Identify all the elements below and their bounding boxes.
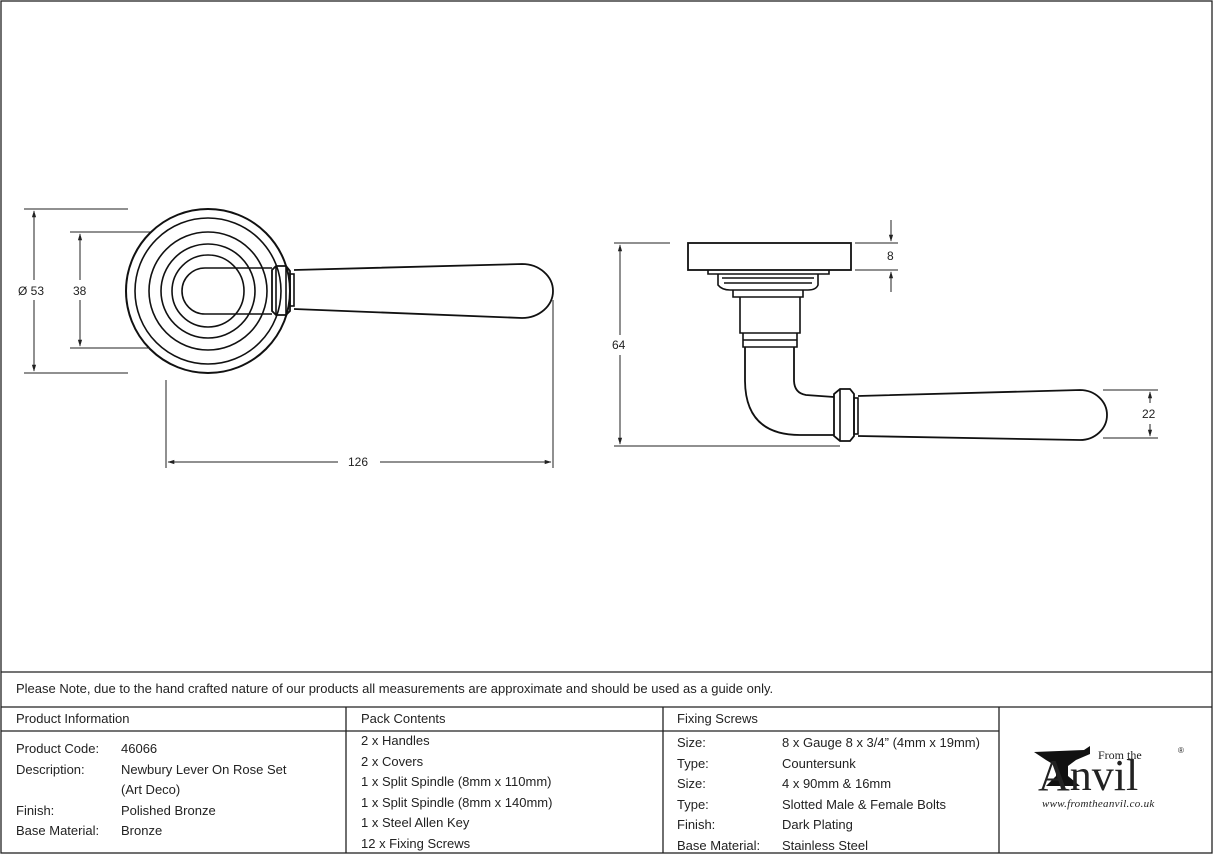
list-item: 2 x Handles: [361, 731, 552, 752]
fixing-screws-row: Base Material:Stainless Steel: [677, 836, 980, 856]
logo-brand: Anvil: [1038, 754, 1138, 798]
list-item: 2 x Covers: [361, 752, 552, 773]
product-info-table: Product Code:46066 Description:Newbury L…: [16, 739, 286, 842]
side-view: [688, 243, 1107, 441]
measurement-note: Please Note, due to the hand crafted nat…: [16, 681, 773, 697]
dim-rose-thickness: 8: [887, 249, 894, 263]
product-info-row: Product Code:46066: [16, 739, 286, 760]
list-item: 12 x Fixing Screws: [361, 834, 552, 855]
side-dimension-lines: [614, 220, 1158, 446]
fixing-screws-row: Type:Countersunk: [677, 754, 980, 775]
list-item: 1 x Split Spindle (8mm x 140mm): [361, 793, 552, 814]
list-item: 1 x Steel Allen Key: [361, 813, 552, 834]
dim-rose-inner: 38: [73, 284, 87, 298]
dim-grip: 22: [1142, 407, 1156, 421]
fixing-screws-row: Size:4 x 90mm & 16mm: [677, 774, 980, 795]
fixing-screws-table: Size:8 x Gauge 8 x 3/4” (4mm x 19mm) Typ…: [677, 733, 980, 856]
fixing-screws-row: Type:Slotted Male & Female Bolts: [677, 795, 980, 816]
fixing-screws-row: Finish:Dark Plating: [677, 815, 980, 836]
product-info-header: Product Information: [16, 711, 129, 727]
front-dimension-lines: [24, 209, 553, 468]
pack-contents-header: Pack Contents: [361, 711, 446, 727]
product-info-row: Description:Newbury Lever On Rose Set: [16, 760, 286, 781]
product-info-row: Finish:Polished Bronze: [16, 801, 286, 822]
logo-registered: ®: [1178, 746, 1184, 755]
fixing-screws-header: Fixing Screws: [677, 711, 758, 727]
dim-height: 64: [612, 338, 626, 352]
front-view: [126, 209, 553, 373]
pack-contents-list: 2 x Handles 2 x Covers 1 x Split Spindle…: [361, 731, 552, 854]
dim-length: 126: [348, 455, 368, 469]
brand-logo: From the ® Anvil www.fromtheanvil.co.uk: [1030, 742, 1200, 822]
logo-url: www.fromtheanvil.co.uk: [1042, 798, 1155, 810]
product-info-row: (Art Deco): [16, 780, 286, 801]
dim-rose-diameter: Ø 53: [18, 284, 44, 298]
fixing-screws-row: Size:8 x Gauge 8 x 3/4” (4mm x 19mm): [677, 733, 980, 754]
product-info-row: Base Material:Bronze: [16, 821, 286, 842]
list-item: 1 x Split Spindle (8mm x 110mm): [361, 772, 552, 793]
